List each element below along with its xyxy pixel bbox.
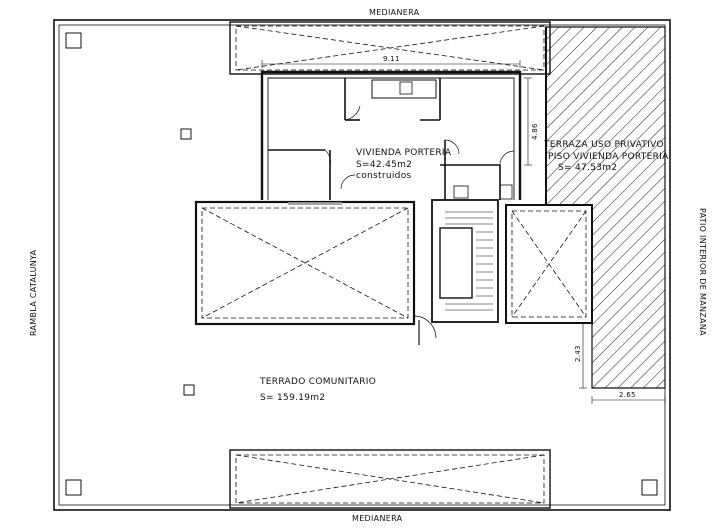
label-top-medianera: MEDIANERA — [369, 8, 420, 17]
private-terrace — [545, 26, 666, 389]
vivienda-name: VIVIENDA PORTERIA — [356, 148, 452, 158]
vivienda-walls — [260, 70, 522, 200]
right-void — [505, 204, 593, 324]
vivienda-note: construidos — [356, 171, 412, 181]
dimension-lines — [261, 60, 666, 404]
corner-skylights — [65, 32, 658, 496]
label-bottom-medianera: MEDIANERA — [352, 514, 403, 523]
top-skylight — [229, 21, 551, 75]
terrado-name: TERRADO COMUNITARIO — [260, 377, 377, 387]
dimension-top-width: 9.11 — [383, 55, 400, 63]
bottom-skylight — [229, 449, 551, 509]
terraza-name-line1: TERRAZA USO PRIVATIVO — [544, 140, 664, 150]
dimension-terrace-offset: 4.86 — [531, 123, 539, 140]
vents — [180, 128, 195, 396]
dimension-right-height: 2.43 — [574, 345, 582, 362]
left-void — [194, 200, 416, 326]
stair-core — [413, 199, 499, 345]
terraza-area: S= 47.53m2 — [558, 163, 618, 173]
terrado-area: S= 159.19m2 — [260, 393, 326, 403]
label-patio-interior: PATIO INTERIOR DE MANZANA — [698, 208, 707, 336]
label-rambla-catalunya: RAMBLA CATALUNYA — [29, 249, 38, 336]
vivienda-area: S=42.45m2 — [356, 160, 413, 170]
terraza-name-line2: PISO VIVIENDA PORTERIA — [548, 152, 669, 162]
dimension-right-width: 2.65 — [619, 391, 636, 399]
